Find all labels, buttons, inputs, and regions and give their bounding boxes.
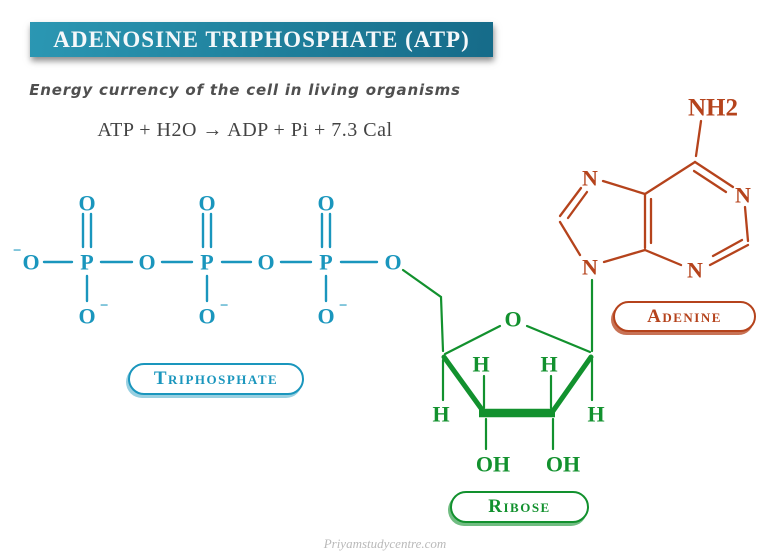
atom-P3: P <box>319 250 332 275</box>
charge-minus: − <box>100 298 109 314</box>
ribose-atoms: O H H H H OH OH <box>432 307 604 477</box>
adenine-bonds <box>558 119 750 267</box>
page-title: ADENOSINE TRIPHOSPHATE (ATP) <box>53 26 470 52</box>
atom-O-bridge2: O <box>257 250 274 275</box>
atom-O-ester: O <box>384 250 401 275</box>
atom-H-C2: H <box>540 352 557 377</box>
title-banner: ADENOSINE TRIPHOSPHATE (ATP) <box>30 22 493 57</box>
triphosphate-label-text: Triphosphate <box>153 368 279 389</box>
adenine-label-text: Adenine <box>647 305 722 327</box>
atom-O-bridge1: O <box>138 250 155 275</box>
atom-O-double2: O <box>198 191 215 216</box>
atom-O-double3: O <box>317 191 334 216</box>
atom-O-minus1: O <box>78 304 95 329</box>
subtitle-text: Energy currency of the cell in living or… <box>29 81 461 99</box>
atom-O-terminal: O <box>22 250 39 275</box>
atom-H-C4: H <box>432 402 449 427</box>
atom-N9: N <box>582 255 598 280</box>
atom-P2: P <box>200 250 213 275</box>
atom-O-minus3: O <box>317 304 334 329</box>
atom-P1: P <box>80 250 93 275</box>
atom-N7: N <box>582 166 598 191</box>
adenine-atoms: NH2 N N N N <box>582 95 751 283</box>
hydrolysis-equation: ATP + H2O → ADP + Pi + 7.3 Cal <box>97 119 393 141</box>
triphosphate-label: Triphosphate <box>128 363 304 395</box>
atom-N3: N <box>687 258 703 283</box>
atom-OH-right: OH <box>546 452 580 477</box>
ribose-bonds <box>401 268 594 451</box>
atom-N1: N <box>735 183 751 208</box>
atom-O-minus2: O <box>198 304 215 329</box>
atom-H-C3: H <box>472 352 489 377</box>
triphosphate-atoms: − O P O P O P O O O O O O O − − − <box>13 191 402 329</box>
ribose-label-text: Ribose <box>488 496 551 517</box>
triphosphate-bonds <box>42 212 379 303</box>
charge-minus: − <box>339 298 348 314</box>
adenine-label: Adenine <box>613 301 756 332</box>
charge-minus: − <box>13 243 22 259</box>
ribose-label: Ribose <box>450 491 589 523</box>
atom-OH-left: OH <box>476 452 510 477</box>
atom-H-C1: H <box>587 402 604 427</box>
charge-minus: − <box>220 298 229 314</box>
atom-O-double1: O <box>78 191 95 216</box>
atom-NH2: NH2 <box>688 95 738 122</box>
atom-O-ring: O <box>504 307 521 332</box>
watermark: Priyamstudycentre.com <box>323 536 447 551</box>
